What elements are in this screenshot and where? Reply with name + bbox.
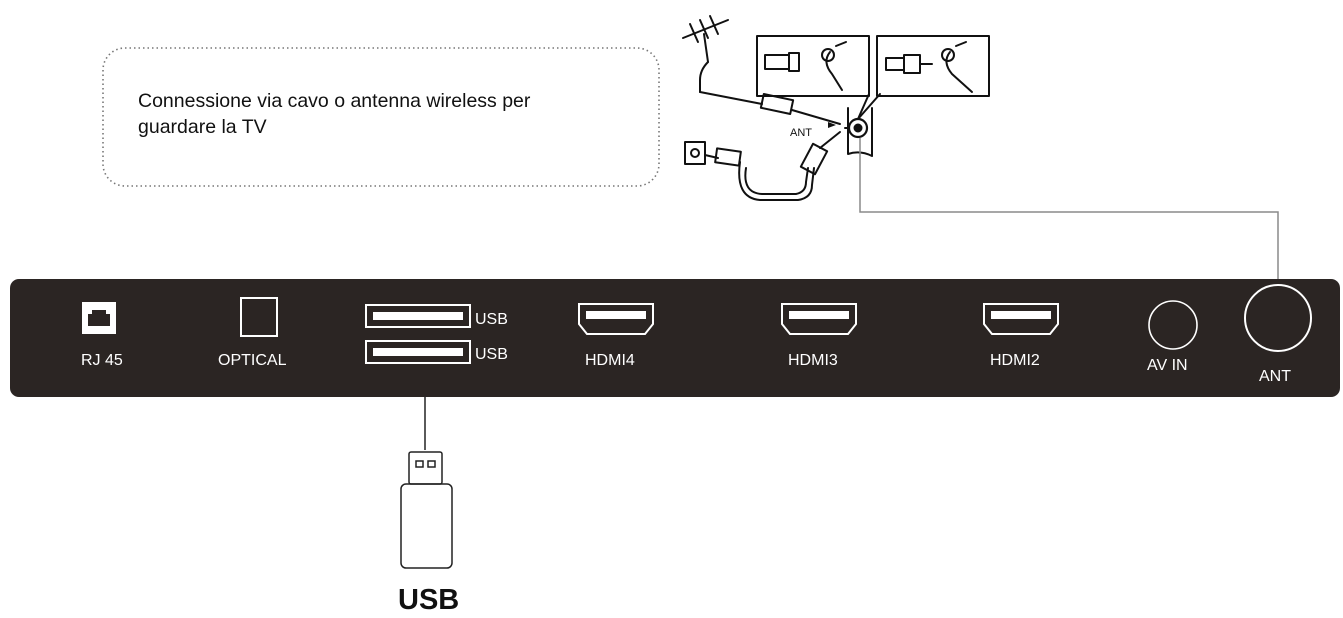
usb-drive-icon (400, 451, 453, 569)
ant-port (1244, 284, 1312, 352)
label-hdmi4: HDMI4 (585, 352, 635, 369)
usb-port-top (365, 304, 471, 328)
note-line-1: Connessione via cavo o antenna wireless … (138, 90, 531, 112)
hdmi2-port (983, 303, 1059, 335)
antenna-cable-illustration (682, 15, 990, 201)
label-av-in: AV IN (1147, 357, 1188, 374)
hdmi3-port (781, 303, 857, 335)
label-ant: ANT (1259, 368, 1291, 385)
label-usb-top: USB (475, 311, 508, 328)
ant-connector-line (859, 138, 1279, 285)
usb-port-bottom (365, 340, 471, 364)
wall-socket-icon (684, 141, 706, 165)
label-hdmi3: HDMI3 (788, 352, 838, 369)
label-rj45: RJ 45 (81, 352, 123, 369)
usb-device-label: USB (398, 584, 459, 616)
optical-port (240, 297, 278, 337)
antenna-icon (682, 15, 729, 63)
inset-ant-label: ANT (790, 127, 812, 139)
label-hdmi2: HDMI2 (990, 352, 1040, 369)
connection-note: Connessione via cavo o antenna wireless … (138, 88, 658, 140)
label-usb-bottom: USB (475, 346, 508, 363)
note-line-2: guardare la TV (138, 116, 267, 138)
hdmi4-port (578, 303, 654, 335)
label-optical: OPTICAL (218, 352, 287, 369)
av-in-port (1148, 300, 1198, 350)
tv-back-panel (10, 279, 1340, 397)
rj45-port (82, 302, 116, 334)
